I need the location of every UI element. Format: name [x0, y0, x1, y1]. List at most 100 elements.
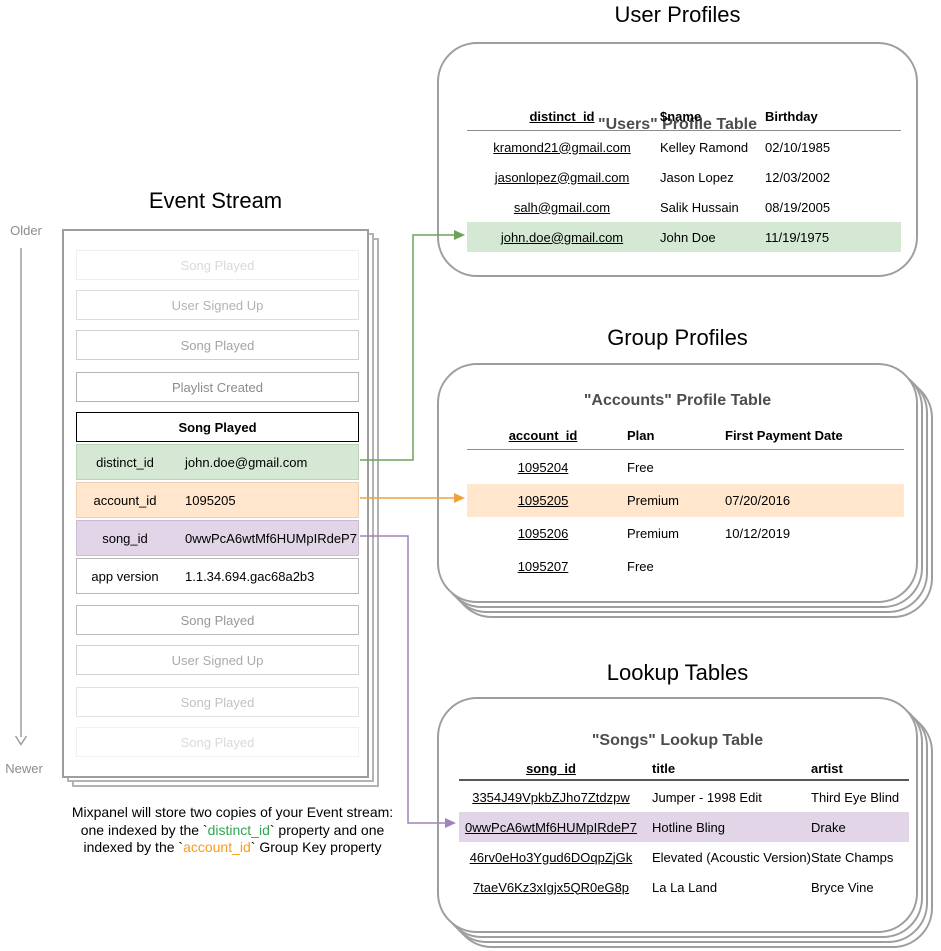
cell-account-id: 1095207 — [517, 559, 569, 574]
event-box: User Signed Up — [76, 290, 359, 320]
cell-birthday: 02/10/1985 — [765, 139, 831, 155]
table-row: kramond21@gmail.com Kelley Ramond 02/10/… — [467, 132, 901, 162]
event-box: Song Played — [76, 605, 359, 635]
table-row-highlighted: john.doe@gmail.com John Doe 11/19/1975 — [467, 222, 901, 252]
songs-lookup-card: "Songs" Lookup Table song_id title artis… — [437, 697, 918, 933]
newer-label: Newer — [5, 761, 43, 776]
cell-account-id: 1095204 — [517, 460, 569, 475]
cell-name: John Doe — [660, 229, 716, 245]
column-header-distinct-id: distinct_id — [529, 108, 595, 124]
column-headers: song_id title artist — [459, 758, 909, 778]
property-key: distinct_id — [96, 454, 154, 470]
table-row: 1095207 Free — [467, 550, 904, 583]
table-row: 7taeV6Kz3xIgjx5QR0eG8p La La Land Bryce … — [459, 872, 909, 902]
cell-plan: Free — [627, 460, 654, 475]
cell-distinct-id: salh@gmail.com — [513, 199, 611, 215]
cell-account-id: 1095205 — [517, 493, 569, 508]
table-row: salh@gmail.com Salik Hussain 08/19/2005 — [467, 192, 901, 222]
column-header-title: title — [652, 760, 676, 776]
event-box: Song Played — [76, 687, 359, 717]
lookup-tables-title: Lookup Tables — [606, 660, 749, 685]
cell-birthday: 11/19/1975 — [765, 229, 830, 245]
property-row-account-id: account_id 1095205 — [76, 482, 359, 518]
table-row: 46rv0eHo3Ygud6DOqpZjGk Elevated (Acousti… — [459, 842, 909, 872]
table-row: 1095206 Premium 10/12/2019 — [467, 517, 904, 550]
column-header-name: $name — [660, 108, 702, 124]
column-header-plan: Plan — [627, 427, 655, 443]
cell-name: Salik Hussain — [660, 199, 739, 215]
caption-account-id: account_id — [183, 839, 251, 855]
cell-plan: Premium — [627, 526, 680, 541]
column-headers: distinct_id $name Birthday — [467, 106, 901, 126]
property-value: 0wwPcA6wtMf6HUMpIRdeP7 — [185, 530, 357, 546]
table-row-highlighted: 1095205 Premium 07/20/2016 — [467, 484, 904, 517]
cell-artist: Drake — [811, 819, 846, 835]
cell-song-id: 46rv0eHo3Ygud6DOqpZjGk — [469, 849, 633, 865]
cell-distinct-id: john.doe@gmail.com — [500, 229, 624, 245]
group-profiles-title: Group Profiles — [607, 325, 748, 350]
cell-birthday: 08/19/2005 — [765, 199, 831, 215]
property-value: 1.1.34.694.gac68a2b3 — [185, 568, 315, 584]
caption-line2-post: ` property and one — [269, 821, 385, 838]
cell-name: Kelley Ramond — [660, 139, 749, 155]
column-header-song-id: song_id — [526, 760, 576, 776]
column-header-artist: artist — [811, 760, 843, 776]
card-subtitle: "Songs" Lookup Table — [591, 732, 764, 749]
event-box: User Signed Up — [76, 645, 359, 675]
cell-title: Elevated (Acoustic Version) — [652, 849, 811, 865]
caption-line3-pre: indexed by the ` — [83, 839, 184, 855]
event-stream-title: Event Stream — [148, 188, 283, 213]
event-stream-panel: Song Played User Signed Up Song Played P… — [62, 229, 369, 778]
cell-artist: Bryce Vine — [811, 879, 874, 895]
cell-distinct-id: jasonlopez@gmail.com — [494, 169, 630, 185]
cell-song-id: 7taeV6Kz3xIgjx5QR0eG8p — [472, 879, 630, 895]
property-value: 1095205 — [185, 492, 236, 508]
timeline-arrow-icon — [14, 248, 28, 746]
property-key: account_id — [93, 492, 157, 508]
user-profiles-title: User Profiles — [614, 2, 741, 27]
property-row-distinct-id: distinct_id john.doe@gmail.com — [76, 444, 359, 480]
card-subtitle: "Users" Profile Table — [598, 116, 757, 133]
cell-distinct-id: kramond21@gmail.com — [493, 139, 631, 155]
caption-line2-pre: one indexed by the ` — [80, 821, 208, 838]
property-key: app version — [91, 568, 159, 584]
header-separator — [467, 130, 901, 131]
header-separator — [467, 449, 904, 450]
property-row-app-version: app version 1.1.34.694.gac68a2b3 — [76, 558, 359, 594]
cell-first-payment-date: 10/12/2019 — [725, 526, 791, 541]
users-profile-card: "Users" Profile Table distinct_id $name … — [437, 42, 918, 277]
table-row: 1095204 Free — [467, 451, 904, 484]
cell-plan: Premium — [627, 493, 680, 508]
column-headers: account_id Plan First Payment Date — [467, 425, 904, 445]
cell-account-id: 1095206 — [517, 526, 569, 541]
cell-plan: Free — [627, 559, 654, 574]
cell-title: Hotline Bling — [652, 819, 725, 835]
property-key: song_id — [102, 530, 148, 546]
property-value: john.doe@gmail.com — [185, 454, 308, 470]
column-header-birthday: Birthday — [765, 108, 818, 124]
property-row-song-id: song_id 0wwPcA6wtMf6HUMpIRdeP7 — [76, 520, 359, 556]
cell-artist: Third Eye Blind — [811, 789, 900, 805]
table-row-highlighted: 0wwPcA6wtMf6HUMpIRdeP7 Hotline Bling Dra… — [459, 812, 909, 842]
caption-distinct-id: distinct_id — [207, 821, 270, 838]
cell-song-id: 0wwPcA6wtMf6HUMpIRdeP7 — [465, 819, 637, 835]
expanded-event-title: Song Played — [76, 412, 359, 442]
column-header-account-id: account_id — [508, 427, 578, 443]
cell-title: Jumper - 1998 Edit — [652, 789, 762, 805]
event-box: Song Played — [76, 330, 359, 360]
cell-title: La La Land — [652, 879, 718, 895]
table-row: 3354J49VpkbZJho7Ztdzpw Jumper - 1998 Edi… — [459, 782, 909, 812]
event-box: Song Played — [76, 250, 359, 280]
column-header-first-payment-date: First Payment Date — [725, 427, 843, 443]
caption-line1: Mixpanel will store two copies of your E… — [71, 804, 394, 820]
caption-line3-post: ` Group Key property — [250, 839, 382, 855]
header-separator — [459, 779, 909, 781]
cell-name: Jason Lopez — [660, 169, 734, 185]
card-subtitle: "Accounts" Profile Table — [583, 392, 772, 409]
cell-first-payment-date: 07/20/2016 — [725, 493, 791, 508]
older-label: Older — [10, 223, 42, 238]
table-row: jasonlopez@gmail.com Jason Lopez 12/03/2… — [467, 162, 901, 192]
caption: Mixpanel will store two copies of your E… — [35, 804, 430, 857]
accounts-profile-card: "Accounts" Profile Table account_id Plan… — [437, 363, 918, 603]
cell-birthday: 12/03/2002 — [765, 169, 831, 185]
